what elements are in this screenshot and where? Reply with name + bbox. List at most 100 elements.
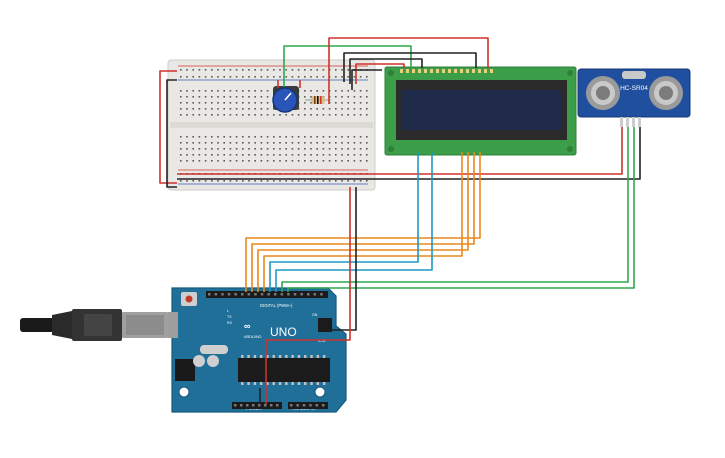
breadboard-hole — [180, 96, 182, 98]
breadboard-hole — [229, 160, 232, 162]
arduino-uno-board[interactable]: ∞ ARDUINO UNO DIGITAL (PWM~) ANALOG IN P… — [168, 287, 347, 413]
breadboard-hole — [204, 69, 207, 71]
breadboard-hole — [328, 108, 331, 110]
wire-orange[interactable] — [245, 152, 481, 292]
breadboard-hole — [242, 96, 244, 98]
breadboard-hole — [242, 180, 244, 182]
breadboard-hole — [359, 154, 362, 156]
chip-pin — [322, 355, 326, 358]
breadboard-hole — [359, 102, 362, 104]
breadboard-hole — [204, 102, 207, 104]
breadboard-hole — [285, 76, 287, 78]
breadboard-hole — [217, 154, 219, 156]
breadboard-hole — [192, 76, 194, 78]
breadboard-hole — [341, 148, 343, 150]
wire-green[interactable] — [287, 127, 635, 292]
breadboard-hole — [204, 154, 207, 156]
breadboard-hole — [248, 102, 250, 104]
chip-pin — [241, 355, 244, 358]
breadboard-hole — [198, 96, 201, 98]
breadboard-hole — [273, 180, 275, 182]
breadboard-hole — [248, 90, 250, 92]
breadboard-hole — [279, 180, 281, 182]
wire-black[interactable] — [166, 79, 177, 188]
usb-cable[interactable] — [20, 309, 168, 341]
breadboard-hole — [211, 69, 213, 71]
breadboard-hole — [304, 136, 306, 138]
potentiometer[interactable] — [272, 86, 299, 113]
breadboard-hole — [297, 69, 300, 71]
wire-green[interactable] — [281, 127, 629, 292]
breadboard-hole — [248, 142, 250, 144]
breadboard-hole — [347, 136, 349, 138]
wire-blue[interactable] — [275, 152, 433, 292]
wire-red[interactable] — [159, 70, 177, 184]
header-socket — [307, 293, 310, 296]
breadboard-hole — [204, 160, 207, 162]
breadboard-hole — [366, 96, 368, 98]
wire-orange[interactable] — [263, 152, 463, 292]
breadboard-hole — [260, 142, 263, 144]
breadboard-hole — [192, 160, 194, 162]
breadboard-hole — [304, 148, 306, 150]
breadboard-hole — [366, 160, 368, 162]
header-socket — [302, 404, 306, 407]
breadboard-hole — [186, 142, 188, 144]
breadboard-hole — [204, 180, 207, 182]
breadboard-hole — [248, 154, 250, 156]
icsp-header — [318, 318, 332, 332]
usb-b-plug-icon — [84, 314, 112, 336]
breadboard-hole — [204, 90, 207, 92]
wire-black[interactable] — [349, 58, 423, 84]
breadboard-hole — [223, 108, 225, 110]
breadboard-hole — [266, 108, 269, 110]
breadboard-hole — [279, 76, 281, 78]
tx-label: TX — [227, 315, 232, 319]
wire-green[interactable] — [283, 45, 412, 87]
chip-pin — [266, 355, 269, 358]
breadboard-hole — [359, 148, 362, 150]
wire-orange[interactable] — [251, 152, 475, 292]
breadboard-hole — [341, 102, 343, 104]
lcd-pin — [484, 69, 487, 73]
wire-black[interactable] — [177, 127, 641, 180]
lcd-header-pins — [400, 69, 493, 73]
wire-black[interactable] — [351, 69, 382, 90]
lcd-pin — [412, 69, 415, 73]
breadboard-hole — [254, 136, 256, 138]
resistor[interactable] — [305, 96, 331, 104]
chip-pin — [297, 382, 301, 385]
wire-red[interactable] — [355, 63, 405, 84]
breadboard-hole — [242, 102, 244, 104]
breadboard-hole — [248, 180, 250, 182]
breadboard-hole — [198, 136, 201, 138]
lcd-display-module[interactable] — [384, 66, 577, 156]
breadboard-hole — [273, 69, 275, 71]
wire-orange[interactable] — [257, 152, 469, 292]
breadboard-hole — [347, 90, 349, 92]
header-socket — [221, 293, 224, 296]
wire-black[interactable] — [326, 187, 357, 331]
breadboard-hole — [316, 114, 318, 116]
analog-header — [288, 402, 328, 409]
chip-pin — [322, 382, 326, 385]
breadboard-hole — [180, 148, 182, 150]
wire-red[interactable] — [265, 187, 351, 404]
breadboard-hole — [223, 142, 225, 144]
breadboard-hole — [285, 142, 287, 144]
breadboard-hole — [316, 76, 318, 78]
header-socket — [252, 404, 255, 407]
wire-red[interactable] — [328, 37, 489, 104]
wire-blue[interactable] — [269, 152, 419, 292]
breadboard-hole — [341, 114, 343, 116]
breadboard-hole — [242, 108, 244, 110]
breadboard-hole — [235, 180, 238, 182]
breadboard-hole — [198, 142, 201, 144]
breadboard-hole — [192, 96, 194, 98]
wire-black[interactable] — [343, 52, 477, 82]
header-socket — [287, 293, 290, 296]
breadboard-hole — [254, 160, 256, 162]
wire-red[interactable] — [177, 127, 623, 175]
breadboard-hole — [204, 136, 207, 138]
ultrasonic-sensor[interactable]: HC-SR04 — [577, 68, 691, 127]
